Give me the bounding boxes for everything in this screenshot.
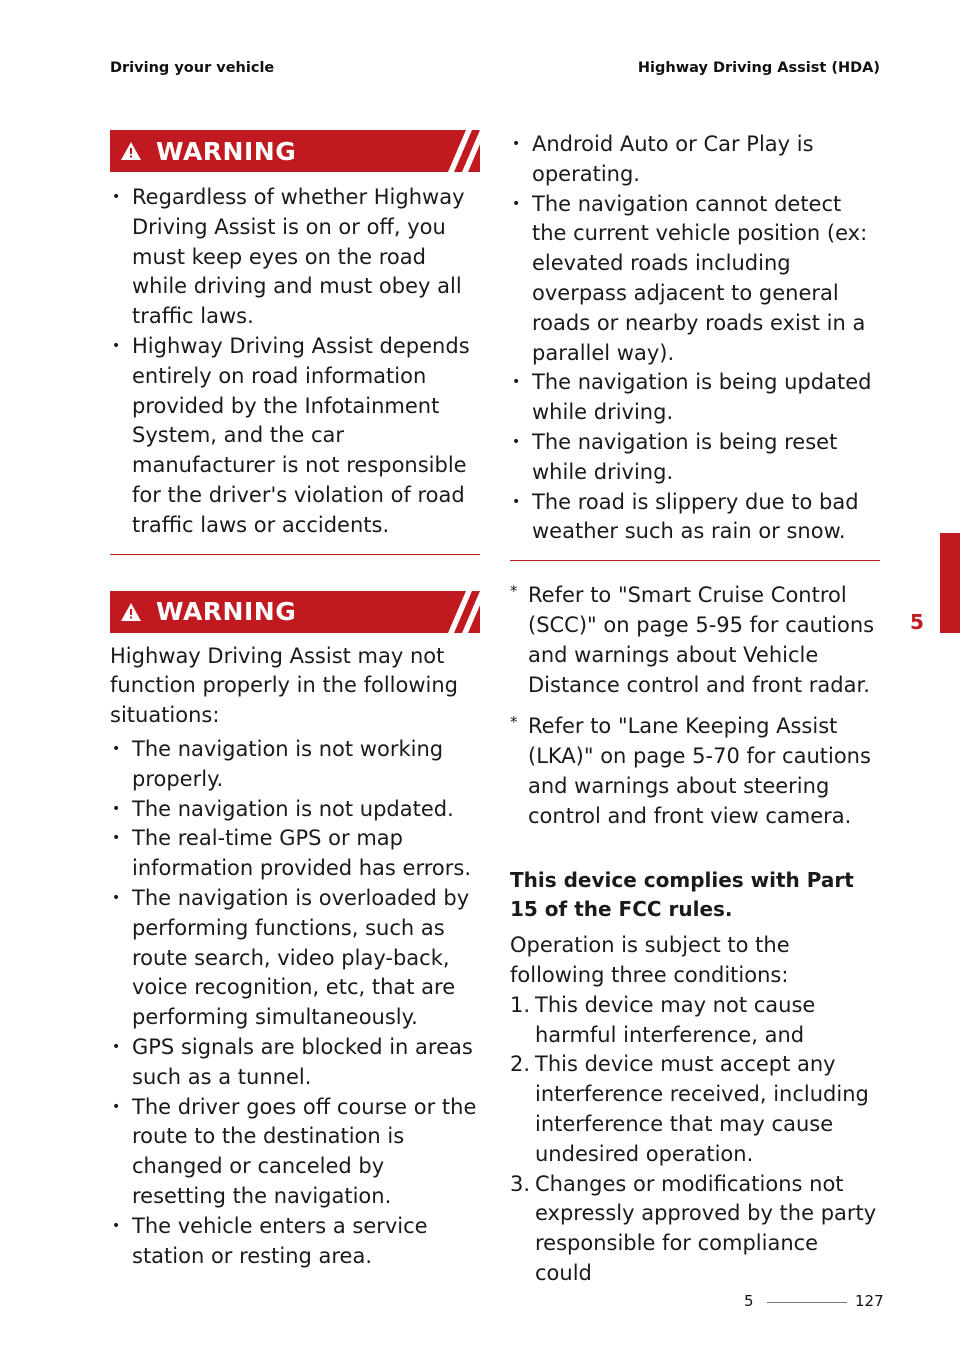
list-item: Android Auto or Car Play is operating. — [510, 130, 880, 190]
list-item: The real-time GPS or map information pro… — [110, 824, 480, 884]
footer-chapter-number: 5 — [744, 1292, 754, 1310]
fcc-conditions-list: 1. This device may not cause harmful int… — [510, 991, 880, 1289]
warning-intro: Highway Driving Assist may not function … — [110, 643, 458, 728]
list-item: The navigation is overloaded by performi… — [110, 884, 480, 1033]
footnote-text: Refer to "Lane Keeping Assist (LKA)" on … — [528, 714, 871, 828]
banner-stripes — [448, 130, 480, 172]
chapter-side-tab — [940, 533, 960, 633]
footer-page-number: 127 — [855, 1292, 884, 1310]
warning-list: Regardless of whether Highway Driving As… — [110, 183, 480, 541]
warning-banner: WARNING — [110, 130, 480, 172]
running-header-chapter: Driving your vehicle — [110, 60, 275, 76]
warning-title: WARNING — [156, 597, 297, 627]
list-item: 2. This device must accept any interfere… — [510, 1050, 880, 1169]
item-text: This device may not cause harmful interf… — [535, 992, 816, 1047]
list-item: The driver goes off course or the route … — [110, 1093, 480, 1212]
item-number: 1. — [510, 992, 531, 1017]
warning-banner: WARNING — [110, 590, 480, 633]
fcc-heading: This device complies with Part 15 of the… — [510, 867, 854, 922]
list-item: The navigation is being updated while dr… — [510, 368, 880, 428]
footnote: * Refer to "Smart Cruise Control (SCC)" … — [510, 581, 880, 700]
footnote-marker: * — [510, 713, 518, 732]
list-item: The vehicle enters a service station or … — [110, 1212, 480, 1272]
footnote: * Refer to "Lane Keeping Assist (LKA)" o… — [510, 712, 880, 831]
warning-title: WARNING — [156, 136, 297, 166]
section-divider — [510, 560, 880, 562]
footnote-text: Refer to "Smart Cruise Control (SCC)" on… — [528, 583, 875, 697]
running-header-section: Highway Driving Assist (HDA) — [637, 60, 880, 76]
list-item: The navigation cannot detect the current… — [510, 190, 880, 369]
list-item: 1. This device may not cause harmful int… — [510, 991, 880, 1051]
warning-list: The navigation is not working properly. … — [110, 735, 480, 1271]
list-item: Regardless of whether Highway Driving As… — [110, 183, 480, 332]
item-text: This device must accept any interference… — [535, 1052, 869, 1166]
footer-divider — [767, 1302, 847, 1303]
section-divider — [110, 553, 480, 555]
item-text: Changes or modifications not expressly a… — [535, 1171, 877, 1285]
list-item: The road is slippery due to bad weather … — [510, 488, 880, 548]
list-item: The navigation is being reset while driv… — [510, 428, 880, 488]
list-item: The navigation is not working properly. — [110, 735, 480, 795]
list-item: 3. Changes or modifications not expressl… — [510, 1170, 880, 1289]
banner-stripes — [448, 590, 480, 633]
warning-list-continued: Android Auto or Car Play is operating. T… — [510, 130, 880, 547]
fcc-intro: Operation is subject to the following th… — [510, 933, 790, 987]
left-column: WARNING Regardless of whether Highway Dr… — [110, 130, 480, 1271]
item-number: 2. — [510, 1052, 531, 1077]
item-number: 3. — [510, 1171, 531, 1196]
warning-triangle-icon — [121, 602, 141, 621]
list-item: The navigation is not updated. — [110, 795, 480, 825]
list-item: Highway Driving Assist depends entirely … — [110, 332, 480, 541]
chapter-tab-number: 5 — [910, 610, 924, 634]
footnote-marker: * — [510, 582, 518, 601]
warning-triangle-icon — [121, 142, 141, 160]
right-column: Android Auto or Car Play is operating. T… — [510, 130, 880, 1289]
list-item: GPS signals are blocked in areas such as… — [110, 1033, 480, 1093]
